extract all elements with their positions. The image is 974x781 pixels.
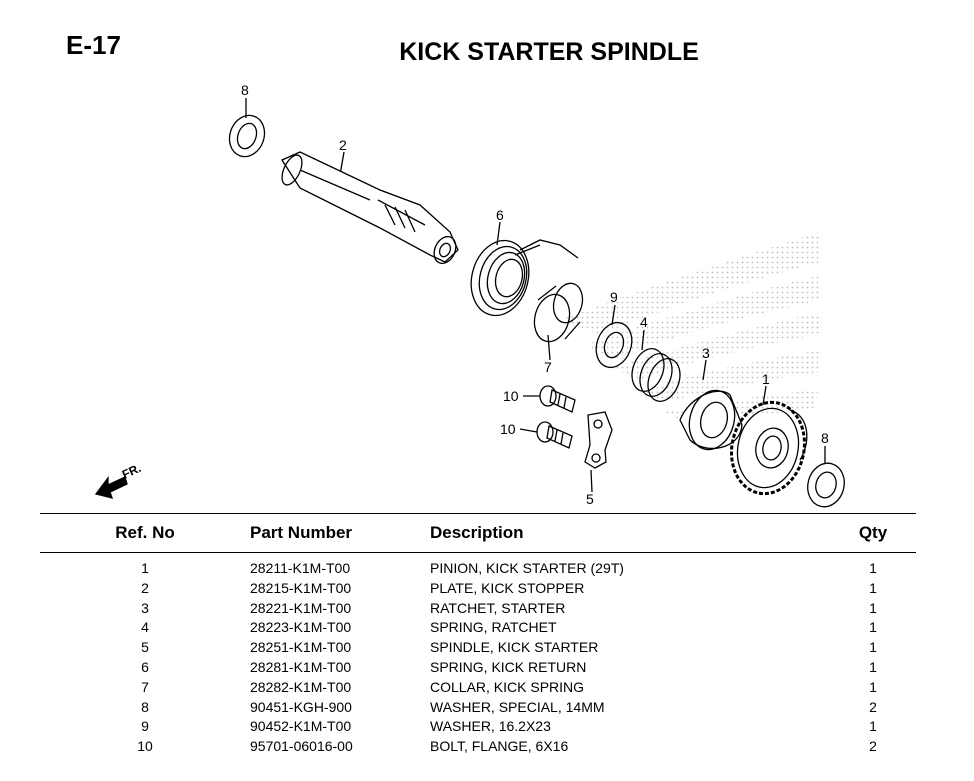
cell-description: PLATE, KICK STOPPER xyxy=(430,579,585,596)
cell-qty: 1 xyxy=(869,599,877,616)
cell-qty: 2 xyxy=(869,698,877,715)
direction-label: FR. xyxy=(120,461,143,482)
table-row: 4 28223-K1M-T00 SPRING, RATCHET 1 xyxy=(40,618,916,638)
cell-part-number: 28251-K1M-T00 xyxy=(250,639,352,656)
cell-qty: 1 xyxy=(869,579,877,596)
ratchet-part xyxy=(679,389,743,451)
header-part-number: Part Number xyxy=(250,513,430,553)
cell-part-number: 95701-06016-00 xyxy=(250,738,353,755)
callout-label: 4 xyxy=(640,314,648,330)
page-code: E-17 xyxy=(66,30,121,60)
flange-bolt-part xyxy=(536,421,573,449)
cell-qty: 1 xyxy=(869,718,877,735)
cell-ref-no: 8 xyxy=(141,698,149,715)
collar-part xyxy=(533,282,584,343)
cell-qty: 2 xyxy=(869,738,877,755)
table-row: 1 28211-K1M-T00 PINION, KICK STARTER (29T)… xyxy=(40,559,916,579)
table-row: 8 90451-KGH-900 WASHER, SPECIAL, 14MM 2 xyxy=(40,698,916,718)
stopper-plate-part xyxy=(584,411,613,469)
cell-qty: 1 xyxy=(869,639,877,656)
cell-part-number: 28223-K1M-T00 xyxy=(250,619,352,636)
front-direction-arrow-icon xyxy=(94,476,128,499)
cell-part-number: 90452-K1M-T00 xyxy=(250,718,352,735)
cell-part-number: 28215-K1M-T00 xyxy=(250,579,352,596)
cell-qty: 1 xyxy=(869,658,877,675)
cell-ref-no: 9 xyxy=(141,718,149,735)
callout-label: 5 xyxy=(586,491,594,507)
callout-label: 10 xyxy=(500,421,516,437)
cell-ref-no: 6 xyxy=(141,658,149,675)
cell-description: SPINDLE, KICK STARTER xyxy=(430,639,599,656)
cell-description: SPRING, RATCHET xyxy=(430,619,557,636)
cell-description: RATCHET, STARTER xyxy=(430,599,566,616)
callout-label: 9 xyxy=(610,289,618,305)
cell-description: SPRING, KICK RETURN xyxy=(430,658,587,675)
cell-ref-no: 10 xyxy=(137,738,153,755)
table-row: 5 28251-K1M-T00 SPINDLE, KICK STARTER 1 xyxy=(40,638,916,658)
callout-label: 3 xyxy=(702,345,710,361)
header-description: Description xyxy=(430,513,830,553)
cell-part-number: 28281-K1M-T00 xyxy=(250,658,352,675)
callout-label: 7 xyxy=(544,359,552,375)
cell-qty: 1 xyxy=(869,619,877,636)
exploded-parts-diagram: 8 2 6 7 9 4 3 1 8 10 10 5 FR. xyxy=(94,82,845,508)
cell-part-number: 28221-K1M-T00 xyxy=(250,599,352,616)
cell-ref-no: 5 xyxy=(141,639,149,656)
pinion-gear-part xyxy=(730,400,808,496)
cell-description: PINION, KICK STARTER (29T) xyxy=(430,560,624,576)
cell-ref-no: 7 xyxy=(141,678,149,695)
page-title: KICK STARTER SPINDLE xyxy=(399,38,699,66)
callout-label: 10 xyxy=(503,388,519,404)
watermark-wing xyxy=(560,232,822,425)
callout-label: 2 xyxy=(339,137,347,153)
header-qty: Qty xyxy=(830,513,916,553)
table-row: 7 28282-K1M-T00 COLLAR, KICK SPRING 1 xyxy=(40,678,916,698)
cell-ref-no: 1 xyxy=(141,560,149,576)
table-row: 2 28215-K1M-T00 PLATE, KICK STOPPER 1 xyxy=(40,579,916,599)
cell-ref-no: 4 xyxy=(141,619,149,636)
ratchet-spring-part xyxy=(631,348,681,402)
cell-description: COLLAR, KICK SPRING xyxy=(430,678,585,695)
return-spring-part xyxy=(470,239,579,317)
table-row: 3 28221-K1M-T00 RATCHET, STARTER 1 xyxy=(40,599,916,619)
callout-label: 6 xyxy=(496,207,504,223)
cell-part-number: 28211-K1M-T00 xyxy=(250,560,351,576)
cell-ref-no: 2 xyxy=(141,579,149,596)
cell-qty: 1 xyxy=(869,560,877,576)
callout-label: 8 xyxy=(241,82,249,98)
cell-description: BOLT, FLANGE, 6X16 xyxy=(430,738,569,755)
table-header-row: Ref. No Part Number Description Qty xyxy=(40,513,916,553)
table-row: 10 95701-06016-00 BOLT, FLANGE, 6X16 2 xyxy=(40,737,916,757)
table-row: 9 90452-K1M-T00 WASHER, 16.2X23 1 xyxy=(40,717,916,737)
table-row: 6 28281-K1M-T00 SPRING, KICK RETURN 1 xyxy=(40,658,916,678)
spindle-part xyxy=(281,151,459,265)
cell-part-number: 28282-K1M-T00 xyxy=(250,678,352,695)
callout-label: 8 xyxy=(821,430,829,446)
cell-ref-no: 3 xyxy=(141,599,149,616)
header-ref-no: Ref. No xyxy=(40,513,250,553)
cell-part-number: 90451-KGH-900 xyxy=(250,698,352,715)
cell-description: WASHER, SPECIAL, 14MM xyxy=(430,698,605,715)
cell-description: WASHER, 16.2X23 xyxy=(430,718,551,735)
callout-label: 1 xyxy=(762,371,770,387)
cell-qty: 1 xyxy=(869,678,877,695)
flange-bolt-part xyxy=(539,385,576,413)
